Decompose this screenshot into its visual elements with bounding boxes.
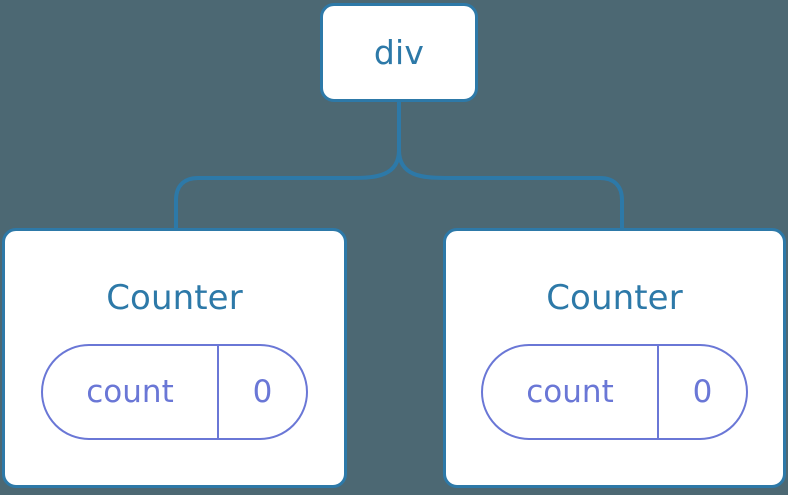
node-counter-left: Counter count 0: [2, 228, 347, 488]
connector-branch-right: [397, 149, 624, 228]
state-key-label: count: [483, 346, 659, 438]
connector-branch-left: [174, 149, 401, 228]
state-value-label: 0: [692, 373, 713, 410]
state-pill-count: count 0: [481, 344, 748, 440]
component-title: Counter: [546, 278, 683, 318]
state-key-label: count: [43, 346, 219, 438]
node-div: div: [320, 3, 478, 102]
node-div-label: div: [373, 33, 425, 72]
node-counter-right: Counter count 0: [443, 228, 786, 488]
state-pill-count: count 0: [41, 344, 308, 440]
component-title: Counter: [106, 278, 243, 318]
state-value-label: 0: [252, 373, 273, 410]
